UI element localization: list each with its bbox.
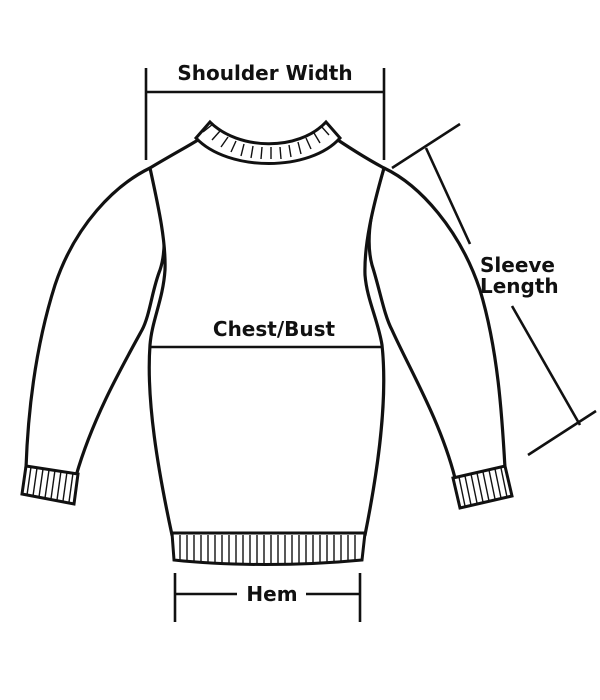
right-cuff-rib-lines [458, 467, 508, 507]
hem-dimension [173, 573, 362, 622]
hem-label: Hem [246, 582, 297, 606]
sleeve-length-dimension [391, 122, 597, 457]
left-sleeve [24, 166, 166, 478]
sleeve-length-label-line2: Length [480, 274, 559, 298]
shoulder-width-label: Shoulder Width [177, 61, 352, 85]
hem-rib [170, 531, 367, 566]
shoulder-width-dimension [144, 68, 386, 160]
sleeve-length-label-line1: Sleeve [480, 253, 555, 277]
right-sleeve [367, 166, 507, 480]
chest-bust-label: Chest/Bust [213, 317, 336, 341]
hem-rib-lines [179, 535, 356, 563]
left-cuff-rib-lines [26, 466, 74, 503]
collar-rib [193, 119, 342, 165]
collar-rib-lines [202, 123, 330, 160]
